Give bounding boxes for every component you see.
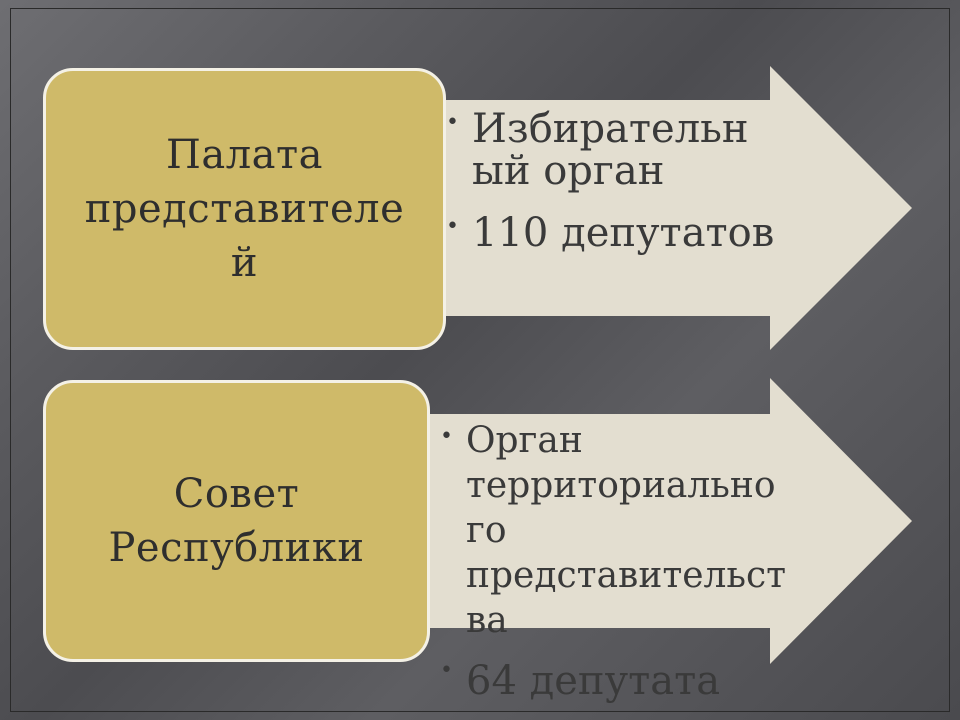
bullet-2-2: 64 депутата (440, 647, 820, 705)
bullet-1-2: 110 депутатов (446, 206, 796, 254)
